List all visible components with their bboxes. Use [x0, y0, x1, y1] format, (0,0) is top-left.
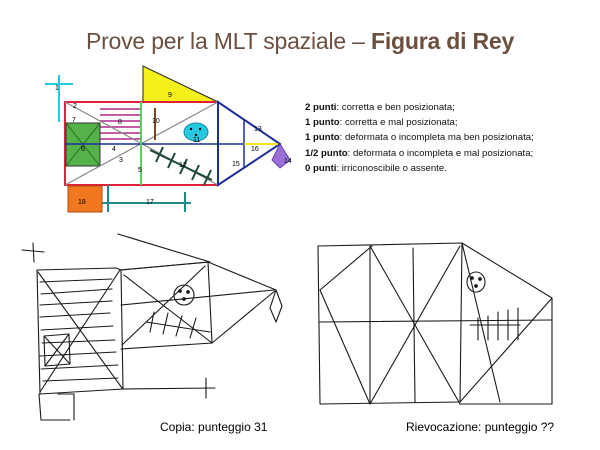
- copy-drawing: [21, 233, 283, 421]
- figure-number-8: 8: [118, 119, 122, 126]
- figure-number-18: 18: [78, 199, 86, 206]
- element-13-triangle: [217, 100, 282, 187]
- figure-number-7: 7: [72, 117, 76, 124]
- element-14-rhombus: [271, 142, 291, 169]
- figure-number-14: 14: [284, 158, 292, 165]
- legend-text: : irriconoscibile o assente.: [336, 162, 447, 174]
- legend-row: 1 punto: corretta e mal posizionata;: [305, 115, 595, 130]
- title-emphasis: Figura di Rey: [370, 28, 515, 54]
- figure-number-3: 3: [119, 157, 123, 164]
- legend-text: : corretta e mal posizionata;: [339, 117, 458, 129]
- caption-copy: Copia: punteggio 31: [160, 420, 268, 434]
- title-prefix: Prove per la MLT spaziale –: [85, 28, 371, 54]
- recall-drawing: [317, 242, 553, 405]
- figure-number-5: 5: [138, 167, 142, 174]
- legend-points: 0 punti: [305, 162, 337, 174]
- legend-row: 1 punto: deformata o incompleta ma ben p…: [305, 130, 595, 145]
- element-8-lines: [100, 108, 140, 140]
- figure-number-4: 4: [112, 146, 116, 153]
- element-17-cross: [101, 185, 191, 212]
- element-12-hatch: [149, 146, 213, 186]
- caption-recall: Rievocazione: punteggio ??: [406, 420, 555, 434]
- legend-text: : corretta e ben posizionata;: [336, 102, 455, 113]
- legend-text: : deformata o incompleta e mal posiziona…: [347, 147, 534, 159]
- rey-figure-colored: 1 2 3 4 5 6 7 8 9 10 11 12 13 14 15 16 1…: [45, 65, 292, 213]
- element-9-triangle: [142, 65, 219, 103]
- figure-number-2: 2: [73, 103, 77, 110]
- legend-text: : deformata o incompleta ma ben posizion…: [339, 132, 534, 144]
- figure-number-12: 12: [179, 162, 187, 169]
- element-18-square: [67, 185, 103, 213]
- slide-title: Prove per la MLT spaziale – Figura di Re…: [0, 28, 600, 55]
- figure-number-13: 13: [254, 126, 262, 133]
- figure-number-16: 16: [251, 146, 259, 153]
- figure-number-6: 6: [81, 146, 85, 153]
- figure-number-17: 17: [146, 199, 154, 206]
- figure-number-10: 10: [152, 118, 160, 125]
- element-1-cross: [45, 75, 73, 122]
- legend-points: 1 punto: [305, 132, 340, 144]
- scoring-legend: 2 punti: corretta e ben posizionata; 1 p…: [305, 100, 595, 176]
- legend-row: 0 punti: irriconoscibile o assente.: [305, 161, 595, 176]
- legend-points: 1 punto: [305, 117, 340, 129]
- legend-points: 1/2 punto: [305, 147, 348, 159]
- figure-number-9: 9: [168, 92, 172, 99]
- figure-number-1: 1: [55, 85, 59, 92]
- figure-number-15: 15: [232, 161, 240, 168]
- element-11-circle: [183, 122, 209, 142]
- legend-points: 2 punti: [305, 102, 337, 113]
- legend-row: 2 punti: corretta e ben posizionata;: [305, 100, 595, 115]
- legend-row: 1/2 punto: deformata o incompleta e mal …: [305, 146, 595, 161]
- figure-number-11: 11: [193, 137, 200, 144]
